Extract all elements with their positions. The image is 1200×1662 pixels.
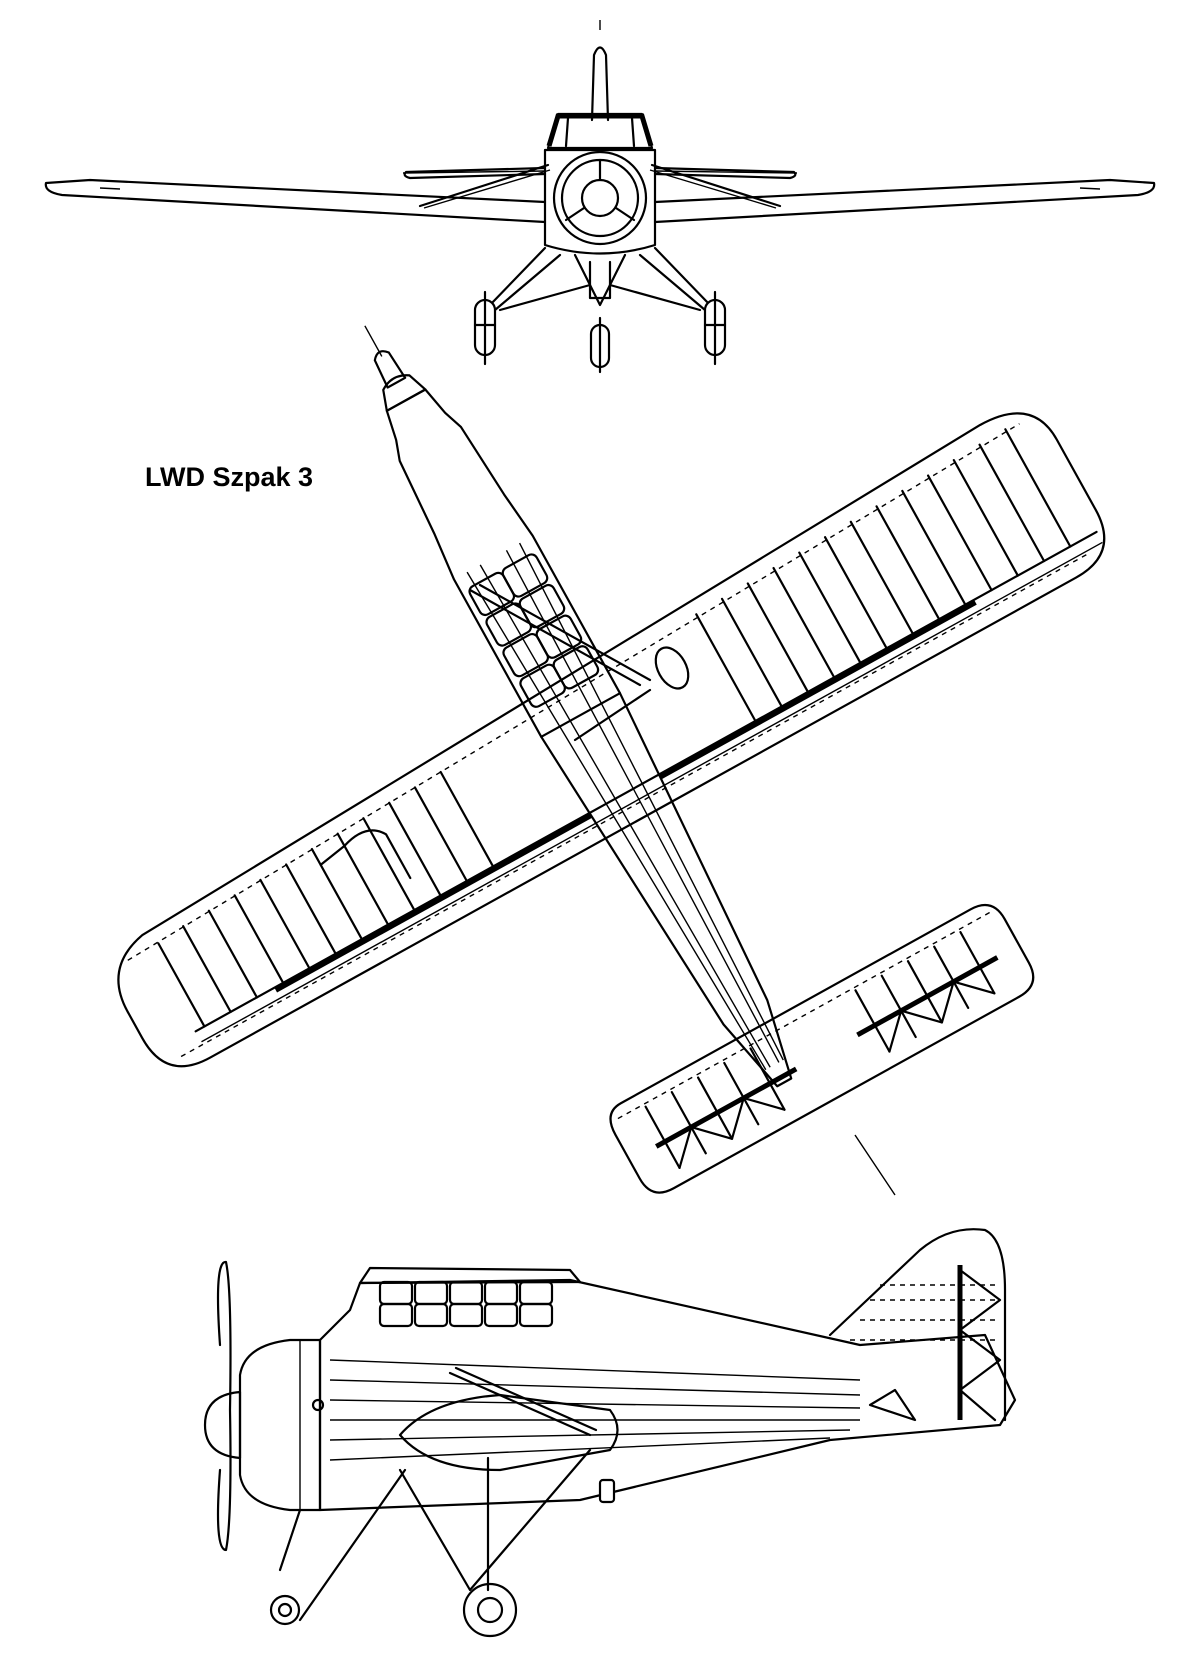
top-view [117, 325, 1106, 1196]
aircraft-title: LWD Szpak 3 [145, 462, 314, 492]
wing-ribs [157, 428, 1072, 1028]
side-view [203, 1228, 1017, 1638]
front-view [44, 20, 1156, 374]
canopy-frames-side [378, 1280, 554, 1328]
canopy-frames [468, 553, 600, 708]
